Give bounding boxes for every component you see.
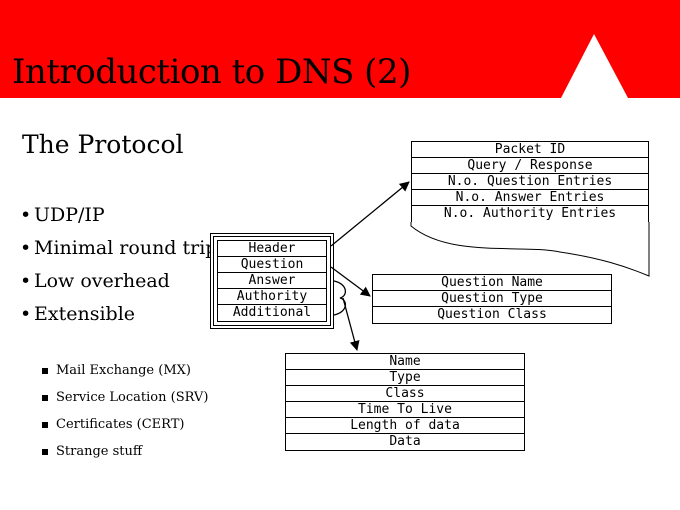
sub-bullet-item: Strange stuff bbox=[42, 444, 208, 460]
bullet-list: •UDP/IP •Minimal round trip •Low overhea… bbox=[20, 204, 220, 336]
question-field: Question Name bbox=[373, 275, 611, 291]
sub-bullet-list: Mail Exchange (MX) Service Location (SRV… bbox=[42, 363, 208, 471]
question-fields-box: Question Name Question Type Question Cla… bbox=[372, 274, 612, 324]
record-arrow bbox=[342, 297, 360, 351]
header-field: N.o. Question Entries bbox=[412, 174, 648, 190]
header-band bbox=[0, 0, 680, 98]
record-field: Type bbox=[286, 370, 524, 386]
question-field: Question Class bbox=[437, 307, 547, 322]
question-field: Question Type bbox=[373, 291, 611, 307]
record-field: Time To Live bbox=[286, 402, 524, 418]
section-answer: Answer bbox=[218, 273, 326, 289]
section-question: Question bbox=[218, 257, 326, 273]
sub-bullet-item: Mail Exchange (MX) bbox=[42, 363, 208, 379]
slide-title: Introduction to DNS (2) bbox=[12, 52, 411, 92]
sub-bullet-item: Certificates (CERT) bbox=[42, 417, 208, 433]
resource-record-box: Name Type Class Time To Live Length of d… bbox=[285, 353, 525, 451]
bullet-item: •Minimal round trip bbox=[20, 237, 218, 259]
record-field: Name bbox=[286, 354, 524, 370]
bullet-item: •Low overhead bbox=[20, 270, 170, 292]
header-fields-box: Packet ID Query / Response N.o. Question… bbox=[411, 141, 649, 222]
sub-bullet-item: Service Location (SRV) bbox=[42, 390, 208, 406]
torn-edge bbox=[410, 222, 650, 277]
section-additional: Additional bbox=[232, 305, 312, 320]
header-field: N.o. Answer Entries bbox=[412, 190, 648, 206]
message-sections-box: Header Question Answer Authority Additio… bbox=[217, 240, 327, 322]
record-field: Class bbox=[286, 386, 524, 402]
slide-subtitle: The Protocol bbox=[22, 130, 184, 159]
bullet-item: •Extensible bbox=[20, 303, 136, 325]
bullet-item: •UDP/IP bbox=[20, 204, 105, 226]
header-arrow bbox=[330, 181, 410, 247]
header-field: Query / Response bbox=[412, 158, 648, 174]
header-field: Packet ID bbox=[412, 142, 648, 158]
record-bracket bbox=[333, 280, 346, 316]
record-field: Data bbox=[389, 434, 421, 449]
question-arrow bbox=[330, 266, 371, 297]
header-field: N.o. Authority Entries bbox=[443, 206, 617, 221]
section-authority: Authority bbox=[218, 289, 326, 305]
record-field: Length of data bbox=[286, 418, 524, 434]
logo-triangle bbox=[561, 34, 628, 98]
section-header: Header bbox=[218, 241, 326, 257]
